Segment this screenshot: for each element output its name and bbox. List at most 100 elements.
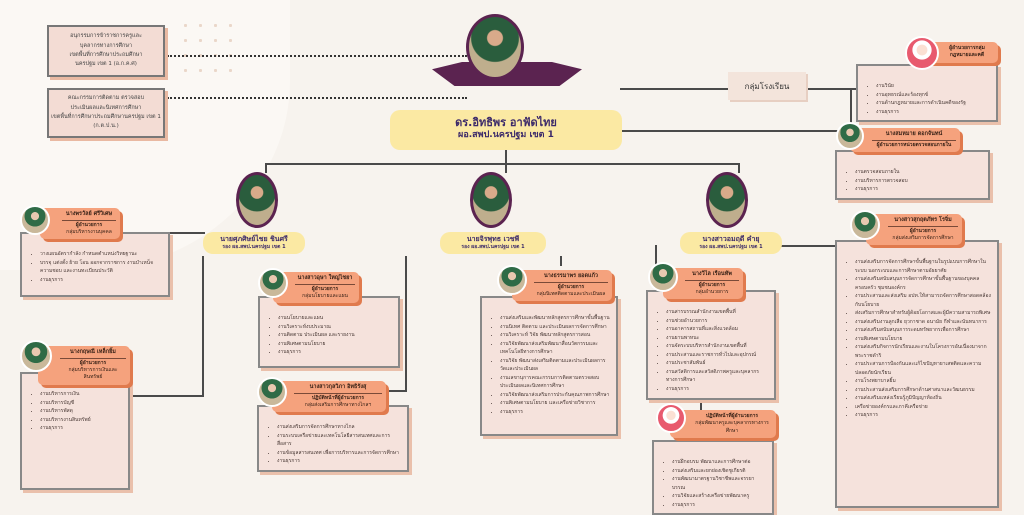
duty-items: งานส่งเสริมการจัดการศึกษาขั้นพื้นฐานในรู… (847, 258, 991, 420)
list-item: งานบริหารงานสินทรัพย์ (40, 416, 122, 425)
duty-items: งานส่งเสริมและพัฒนาหลักสูตรการศึกษาขั้นพ… (492, 314, 610, 416)
head-name: นางสาวสุกฤตภัทร โรจิ่ม (888, 217, 958, 227)
list-item: ส่งเสริมการศึกษาสำหรับผู้ด้อยโอกาสและผู้… (855, 309, 991, 318)
deputy-photo (236, 172, 278, 228)
group-name: กลุ่มอำนวยการ (695, 289, 729, 296)
avatar (20, 205, 50, 235)
duty-items: งานวินัยงานอุทธรณ์และร้องทุกข์งานด้านกฎห… (868, 82, 990, 116)
list-item: งานธุรการ (40, 276, 162, 285)
connector (655, 245, 657, 265)
head-name: นางสาวอุษา ใหญ่ไชยา (295, 275, 355, 285)
list-item: งานส่งเสริมสนับสนุนการระดมทรัพยากรเพื่อก… (855, 326, 991, 335)
list-item: งานสารบรรณสำนักงานเขตพื้นที่ (666, 308, 768, 317)
deputy-photo (470, 172, 512, 228)
connector (385, 390, 407, 392)
text: นครปฐม เขต 1 (อ.ก.ค.ศ) (75, 61, 137, 68)
head-role: ผู้อำนวยการ (698, 281, 726, 288)
curriculum-duty-list: งานส่งเสริมและพัฒนาหลักสูตรการศึกษาขั้นพ… (480, 296, 618, 436)
dotted-connector (167, 97, 467, 99)
head-role: ผู้อำนวยการ (311, 285, 339, 292)
director-name: ดร.อิทธิพร อาฟัดไทย (455, 116, 557, 129)
hr-header: นางพรวัลย์ ศรีวิเศษผู้อำนวยการกลุ่มบริหา… (40, 208, 120, 240)
text: อนุกรรมการข้าราชการครูและ (70, 33, 142, 40)
connector (780, 245, 835, 247)
list-item: งานส่งเสริมการจัดการศึกษาขั้นพื้นฐานในรู… (855, 258, 991, 275)
deputy-name: นายศุภศิษย์ไชย ชินศรี (220, 235, 288, 243)
list-item: งานพิเศษตามนโยบาย (855, 335, 991, 344)
list-item: งานยานพาหนะ (666, 334, 768, 343)
list-item: งานวิเคราะห์งบประมาณ (278, 323, 392, 332)
head-role: ผู้อำนวยการ (909, 227, 937, 234)
list-item: งานด้านกฎหมายและการดำเนินคดีของรัฐ (876, 99, 990, 108)
list-item: งานวิเคราะห์ วิจัย พัฒนาหลักสูตรการสอน (500, 331, 610, 340)
list-item: งานประสานส่งเสริมการศึกษาด้านศาสนาและวัฒ… (855, 386, 991, 395)
connector (505, 150, 507, 165)
head-role: ปฏิบัติหน้าที่ผู้อำนวยการ (311, 394, 365, 401)
list-item: งานวิจัยพัฒนาส่งเสริมพัฒนาสื่อนวัตกรรมแล… (500, 340, 610, 357)
head-name: นางสาวกุลวิภา อิทธิรังสุ (294, 384, 382, 394)
committee-box-ktpn: คณะกรรมการติดตาม ตรวจสอบ ประเมินผลและนิเ… (47, 88, 165, 138)
text: เขตพื้นที่การศึกษาประถมศึกษา (69, 52, 143, 58)
duty-items: งานส่งเสริมการจัดการศึกษาทางไกลงานระบบเค… (269, 423, 401, 466)
text: บุคลากรทางการศึกษา (79, 42, 133, 49)
list-item: เครือข่ายองค์กรและภาคีเครือข่าย (855, 403, 991, 412)
head-role: ผู้อำนวยการ (557, 283, 585, 290)
duty-items: งานนโยบายและแผนงานวิเคราะห์งบประมาณงานติ… (270, 314, 392, 357)
list-item: บรรจุ แต่งตั้ง ย้าย โอน ออกจากราชการ งาน… (40, 259, 162, 276)
policy-duty-list: งานนโยบายและแผนงานวิเคราะห์งบประมาณงานติ… (258, 296, 400, 368)
list-item: งานนิเทศ ติดตาม และประเมินผลการจัดการศึก… (500, 323, 610, 332)
list-item: งานนโยบายและแผน (278, 314, 392, 323)
connector (700, 400, 702, 412)
list-item: งานวิจัย พัฒนาส่งเสริมติดตามและประเมินผล… (500, 357, 610, 374)
group-name: กลุ่มนิเทศติดตามและประเมินผล (536, 291, 606, 298)
list-item: งานประสานและราชการทั่วไปและอุปกรณ์ (666, 351, 768, 360)
audit-header: นางสมหมาย ดอกจันทน์ผู้อำนวยการหน่วยตรวจส… (850, 128, 960, 153)
deputy-title: รอง ผอ.สพป.นครปฐม เขต 1 (461, 244, 525, 251)
list-item: งานบริหารการเงิน (40, 390, 122, 399)
list-item: งานข้อมูลสารสนเทศ เพื่อการบริหารและการจั… (277, 449, 401, 458)
list-item: งานอาคารสถานที่และสิ่งแวดล้อม (666, 325, 768, 334)
curriculum-header: นางธรรมาพร ยอดแก้วผู้อำนวยการกลุ่มนิเทศต… (512, 270, 612, 302)
text: ประเมินผลและนิเทศการศึกษา (70, 104, 142, 111)
group-name: กลุ่มบริหารงานบุคคล (66, 229, 112, 236)
head-role: ผู้อำนวยการหน่วยตรวจสอบภายใน (876, 141, 952, 148)
list-item: วางแผนอัตรากำลัง กำหนดตำแหน่งวิทยฐานะ (40, 250, 162, 259)
list-item: งานธุรการ (500, 408, 610, 417)
list-item: งานตรวจสอบภายใน (855, 168, 982, 177)
list-item: งานพิเศษตามนโยบาย และเครือข่ายวิชาการ (500, 399, 610, 408)
connector (505, 163, 507, 173)
connector (405, 256, 407, 391)
connector (560, 256, 562, 266)
list-item: งานติดตาม ประเมินผล และรายงาน (278, 331, 392, 340)
text: เขตพื้นที่การศึกษาประถมศึกษานครปฐม เขต 1 (51, 114, 161, 120)
list-item: งานส่งเสริมสนับสนุนการจัดการศึกษาขั้นพื้… (855, 275, 991, 292)
director-label: ดร.อิทธิพร อาฟัดไทย ผอ.สพป.นครปฐม เขต 1 (390, 110, 622, 150)
avatar (257, 377, 287, 407)
deputy-label: นายศุภศิษย์ไชย ชินศรีรอง ผอ.สพป.นครปฐม เ… (203, 232, 305, 254)
list-item: งานส่งเสริมงานลูกเสือ ยุวกาชาด อนามัย กี… (855, 318, 991, 327)
head-name: นางวิไล เรือนทัพ (685, 271, 739, 281)
list-item: งานช่วยอำนวยการ (666, 317, 768, 326)
avatar (258, 268, 288, 298)
connector (265, 163, 267, 173)
ict-duty-list: งานส่งเสริมการจัดการศึกษาทางไกลงานระบบเค… (257, 405, 409, 472)
audit-duty-list: งานตรวจสอบภายในงานบริหารการตรวจสอบงานธุร… (835, 150, 990, 200)
list-item: งานประสานและส่งเสริม อปท.ให้สามารถจัดการ… (855, 292, 991, 309)
list-item: งานบริหารบัญชี (40, 399, 122, 408)
list-item: งานธุรการ (40, 424, 122, 433)
list-item: งานธุรการ (876, 108, 990, 117)
duty-items: งานฝึกอบรม พัฒนาและการศึกษาต่องานส่งเสริ… (664, 458, 766, 509)
avatar (20, 340, 52, 372)
teacher_dev-header: ปฏิบัติหน้าที่ผู้อำนวยการกลุ่มพัฒนาครูแล… (670, 410, 776, 438)
avatar (497, 265, 527, 295)
group-name: กลุ่มส่งเสริมการจัดการศึกษา (892, 235, 954, 242)
list-item: งานบริหารการตรวจสอบ (855, 177, 982, 186)
list-item: งานระบบเครือข่ายและเทคโนโลยีสารสนเทศและก… (277, 432, 401, 449)
connector (738, 163, 740, 173)
duty-items: วางแผนอัตรากำลัง กำหนดตำแหน่งวิทยฐานะบรร… (32, 250, 162, 284)
head-name: นางธรรมาพร ยอดแก้ว (534, 273, 608, 283)
list-item: งานวิจัยพัฒนาส่งเสริมการประกันคุณภาพการศ… (500, 391, 610, 400)
deputy-title: รอง ผอ.สพป.นครปฐม เขต 1 (222, 244, 286, 251)
head-role: ผู้อำนวยการกลุ่มกฎหมายและคดี (949, 45, 985, 59)
list-item: งานบริหารพัสดุ (40, 407, 122, 416)
